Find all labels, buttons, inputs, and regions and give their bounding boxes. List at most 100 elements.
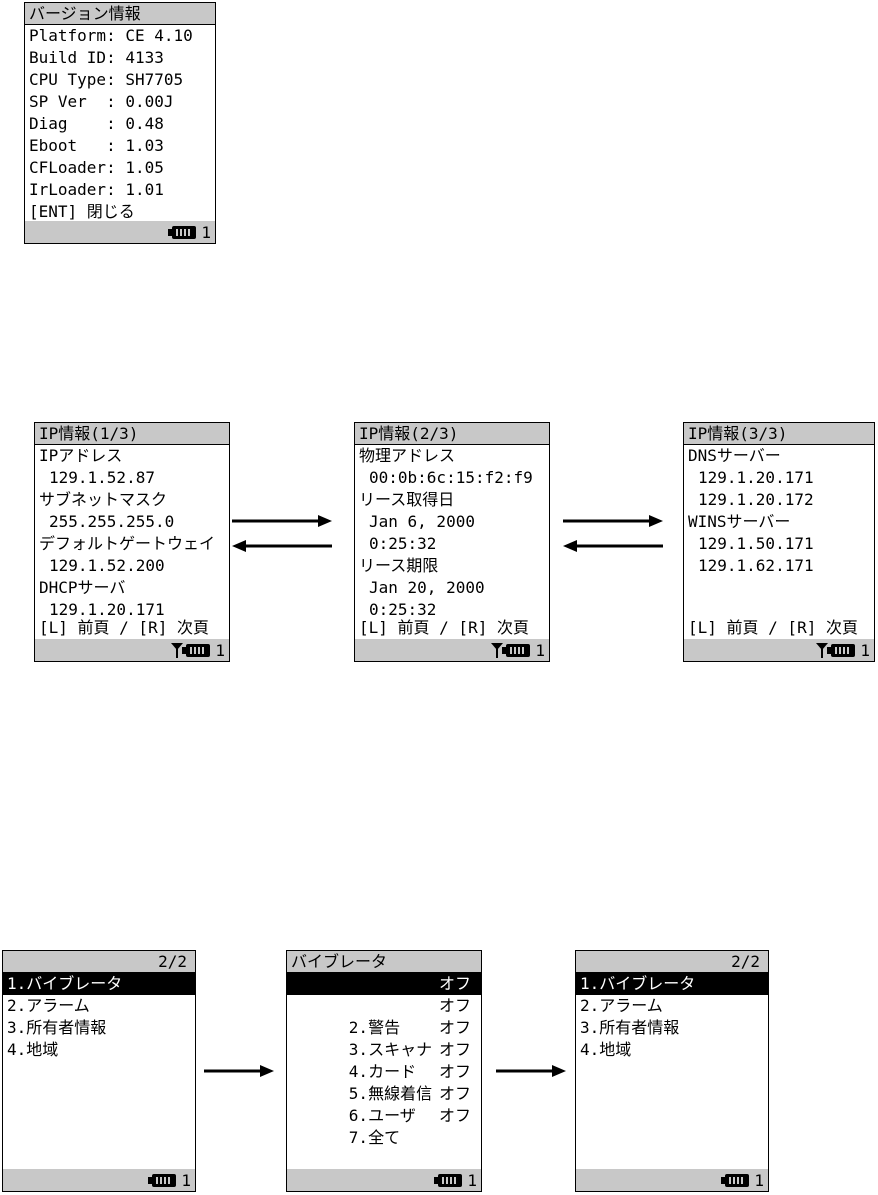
status-number: 1 bbox=[215, 640, 225, 660]
status-bar: 1 bbox=[576, 1169, 768, 1191]
page-nav-hint[interactable]: [L] 前頁 / [R] 次頁 bbox=[359, 618, 529, 637]
item-label: 7.全て bbox=[348, 1128, 401, 1147]
status-bar: 1 bbox=[25, 221, 215, 243]
arrow-right-icon bbox=[563, 515, 663, 527]
menu-item-owner-info[interactable]: 3.所有者情報 bbox=[580, 1018, 680, 1037]
item-value: オフ bbox=[438, 974, 471, 993]
value-lease-expires-time: 0:25:32 bbox=[369, 600, 437, 619]
status-bar: 1 bbox=[355, 639, 549, 661]
version-line-irloader: IrLoader: 1.01 bbox=[29, 180, 164, 199]
menu-item-warning[interactable]: 2.警告 オフ bbox=[287, 995, 481, 1037]
menu-item-all[interactable]: 7.全て オフ bbox=[287, 1105, 481, 1147]
arrow-right-icon bbox=[232, 515, 332, 527]
battery-icon bbox=[168, 225, 197, 239]
menu-item-alarm[interactable]: 1.アラーム オフ bbox=[287, 973, 481, 1015]
label-dhcp-server: DHCPサーバ bbox=[39, 578, 126, 597]
version-line-sp-ver: SP Ver : 0.00J bbox=[29, 92, 174, 111]
value-lease-obtained-time: 0:25:32 bbox=[369, 534, 437, 553]
menu-item-alarm[interactable]: 2.アラーム bbox=[580, 996, 663, 1015]
page-nav-hint[interactable]: [L] 前頁 / [R] 次頁 bbox=[39, 618, 209, 637]
status-number: 1 bbox=[860, 640, 870, 660]
ip-info-list: DNSサーバー 129.1.20.171 129.1.20.172 WINSサー… bbox=[684, 445, 874, 639]
menu-item-wireless-incoming[interactable]: 5.無線着信 オフ bbox=[287, 1061, 481, 1103]
menu-item-owner-info[interactable]: 3.所有者情報 bbox=[7, 1018, 107, 1037]
page-nav-hint[interactable]: [L] 前頁 / [R] 次頁 bbox=[688, 618, 858, 637]
value-lease-expires-date: Jan 20, 2000 bbox=[369, 578, 485, 597]
menu-item-vibrator[interactable]: 1.バイブレータ bbox=[3, 973, 195, 995]
settings-menu: 1.バイブレータ 2.アラーム 3.所有者情報 4.地域 bbox=[576, 973, 768, 1169]
ip-info-list: 物理アドレス 00:0b:6c:15:f2:f9 リース取得日 Jan 6, 2… bbox=[355, 445, 549, 639]
item-value: オフ bbox=[438, 996, 471, 1015]
screen-title: IP情報(1/3) bbox=[35, 423, 229, 445]
ip-info-screen-2: IP情報(2/3) 物理アドレス 00:0b:6c:15:f2:f9 リース取得… bbox=[354, 422, 550, 662]
menu-item-user[interactable]: 6.ユーザ オフ bbox=[287, 1083, 481, 1125]
arrow-right-icon bbox=[204, 1065, 274, 1077]
arrow-left-icon bbox=[232, 540, 332, 552]
ip-info-screen-1: IP情報(1/3) IPアドレス 129.1.52.87 サブネットマスク 25… bbox=[34, 422, 230, 662]
item-label: 2.警告 bbox=[348, 1018, 401, 1037]
menu-item-alarm[interactable]: 2.アラーム bbox=[7, 996, 90, 1015]
item-label: 1.アラーム bbox=[348, 996, 432, 1015]
antenna-signal-icon bbox=[490, 642, 504, 658]
vibrator-screen: バイブレータ 1.アラーム オフ 2.警告 オフ 3.スキャナ オフ 4.カード… bbox=[286, 950, 482, 1192]
item-value: オフ bbox=[438, 1062, 471, 1081]
value-default-gateway: 129.1.52.200 bbox=[49, 556, 165, 575]
page-indicator: 2/2 bbox=[731, 952, 760, 971]
ip-info-list: IPアドレス 129.1.52.87 サブネットマスク 255.255.255.… bbox=[35, 445, 229, 639]
item-value: オフ bbox=[438, 1018, 471, 1037]
label-wins-server: WINSサーバー bbox=[688, 512, 791, 531]
menu-item-vibrator[interactable]: 1.バイブレータ bbox=[576, 973, 768, 995]
battery-icon bbox=[502, 643, 531, 657]
item-value: オフ bbox=[438, 1106, 471, 1125]
menu-item-scanner[interactable]: 3.スキャナ オフ bbox=[287, 1017, 481, 1059]
ip-info-screen-3: IP情報(3/3) DNSサーバー 129.1.20.171 129.1.20.… bbox=[683, 422, 875, 662]
status-bar: 1 bbox=[287, 1169, 481, 1191]
item-label: 3.スキャナ bbox=[348, 1040, 433, 1059]
battery-icon bbox=[721, 1173, 750, 1187]
value-wins-server-1: 129.1.50.171 bbox=[698, 534, 814, 553]
menu-item-region[interactable]: 4.地域 bbox=[7, 1040, 59, 1059]
status-number: 1 bbox=[467, 1170, 477, 1190]
settings-screen-b: 設定 2/2 1.バイブレータ 2.アラーム 3.所有者情報 4.地域 1 bbox=[575, 950, 769, 1192]
screen-title: バイブレータ bbox=[287, 951, 481, 973]
arrow-right-icon bbox=[496, 1065, 566, 1077]
settings-screen-a: 設定 2/2 1.バイブレータ 2.アラーム 3.所有者情報 4.地域 1 bbox=[2, 950, 196, 1192]
item-value: オフ bbox=[438, 1084, 471, 1103]
screen-title: 設定 2/2 bbox=[3, 951, 195, 992]
version-line-diag: Diag : 0.48 bbox=[29, 114, 164, 133]
page-indicator: 2/2 bbox=[158, 952, 187, 971]
value-physical-address: 00:0b:6c:15:f2:f9 bbox=[369, 468, 533, 487]
battery-icon bbox=[827, 643, 856, 657]
version-line-cfloader: CFLoader: 1.05 bbox=[29, 158, 164, 177]
value-dns-server-1: 129.1.20.171 bbox=[698, 468, 814, 487]
screen-title: IP情報(3/3) bbox=[684, 423, 874, 445]
status-number: 1 bbox=[754, 1170, 764, 1190]
battery-icon bbox=[148, 1173, 177, 1187]
status-number: 1 bbox=[201, 222, 211, 242]
screen-title: IP情報(2/3) bbox=[355, 423, 549, 445]
status-number: 1 bbox=[535, 640, 545, 660]
value-subnet-mask: 255.255.255.0 bbox=[49, 512, 175, 531]
label-dns-server: DNSサーバー bbox=[688, 446, 781, 465]
version-line-eboot: Eboot : 1.03 bbox=[29, 136, 164, 155]
version-line-build-id: Build ID: 4133 bbox=[29, 48, 164, 67]
value-ip-address: 129.1.52.87 bbox=[49, 468, 155, 487]
value-dns-server-2: 129.1.20.172 bbox=[698, 490, 814, 509]
status-bar: 1 bbox=[3, 1169, 195, 1191]
value-wins-server-2: 129.1.62.171 bbox=[698, 556, 814, 575]
label-physical-address: 物理アドレス bbox=[359, 446, 456, 465]
version-info-list: Platform: CE 4.10 Build ID: 4133 CPU Typ… bbox=[25, 25, 215, 221]
settings-menu: 1.バイブレータ 2.アラーム 3.所有者情報 4.地域 bbox=[3, 973, 195, 1169]
label-lease-obtained: リース取得日 bbox=[359, 490, 455, 509]
menu-item-card[interactable]: 4.カード オフ bbox=[287, 1039, 481, 1081]
label-default-gateway: デフォルトゲートウェイ bbox=[39, 534, 216, 553]
close-hint[interactable]: [ENT] 閉じる bbox=[29, 202, 135, 221]
version-line-cpu-type: CPU Type: SH7705 bbox=[29, 70, 184, 89]
antenna-signal-icon bbox=[815, 642, 829, 658]
menu-item-region[interactable]: 4.地域 bbox=[580, 1040, 632, 1059]
antenna-signal-icon bbox=[170, 642, 184, 658]
status-bar: 1 bbox=[684, 639, 874, 661]
item-label: 6.ユーザ bbox=[348, 1106, 416, 1125]
screen-title: 設定 2/2 bbox=[576, 951, 768, 992]
vibrator-menu: 1.アラーム オフ 2.警告 オフ 3.スキャナ オフ 4.カード オフ 5.無… bbox=[287, 973, 481, 1169]
